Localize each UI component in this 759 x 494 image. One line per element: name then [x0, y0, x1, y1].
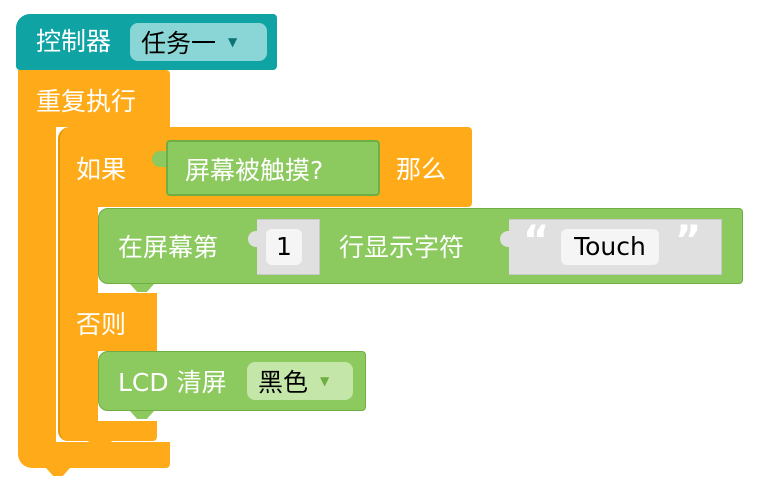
- quote-open-icon: “: [523, 218, 550, 264]
- then-label: 那么: [396, 155, 447, 184]
- condition-tab: [152, 151, 166, 167]
- if-else-block[interactable]: 如果 屏幕被触摸? 那么: [58, 127, 472, 207]
- row-input[interactable]: 1: [266, 229, 302, 265]
- text-slot[interactable]: “ Touch ”: [509, 219, 722, 275]
- color-value: 黑色: [258, 368, 309, 397]
- forever-label: 重复执行: [36, 87, 137, 116]
- forever-loop-arm: [18, 127, 56, 442]
- row-slot[interactable]: 1: [257, 219, 320, 275]
- display-text-block[interactable]: 在屏幕第 1 行显示字符 “ Touch ”: [98, 208, 743, 284]
- lcd-clear-label: LCD 清屏: [118, 368, 227, 397]
- else-label: 否则: [76, 310, 127, 339]
- controller-label: 控制器: [36, 27, 112, 56]
- lcd-clear-notch: [130, 411, 154, 419]
- if-foot-notch: [88, 441, 112, 449]
- forever-foot-notch: [46, 468, 70, 476]
- condition-label: 屏幕被触摸?: [185, 156, 324, 185]
- task-dropdown[interactable]: 任务一 ▼: [130, 23, 267, 61]
- task-value: 任务一: [141, 29, 217, 58]
- controller-block[interactable]: 控制器 任务一 ▼: [16, 14, 277, 70]
- text-input[interactable]: Touch: [561, 229, 659, 265]
- if-arm-upper: [58, 205, 98, 293]
- chevron-down-icon: ▼: [228, 35, 238, 49]
- display-prefix-label: 在屏幕第: [118, 233, 219, 262]
- quote-close-icon: ”: [675, 218, 702, 264]
- if-label: 如果: [76, 155, 127, 184]
- condition-block[interactable]: 屏幕被触摸?: [166, 140, 380, 196]
- text-slot-tab: [500, 231, 510, 247]
- lcd-clear-block[interactable]: LCD 清屏 黑色 ▼: [98, 351, 366, 411]
- if-arm-lower: [58, 351, 98, 421]
- row-slot-tab: [248, 231, 258, 247]
- chevron-down-icon: ▼: [320, 374, 330, 388]
- display-notch: [130, 284, 154, 292]
- color-dropdown[interactable]: 黑色 ▼: [247, 362, 353, 400]
- if-else-foot: [58, 421, 157, 441]
- else-section: 否则: [58, 293, 157, 351]
- display-middle-label: 行显示字符: [339, 233, 465, 262]
- forever-loop-block[interactable]: 重复执行: [18, 70, 170, 127]
